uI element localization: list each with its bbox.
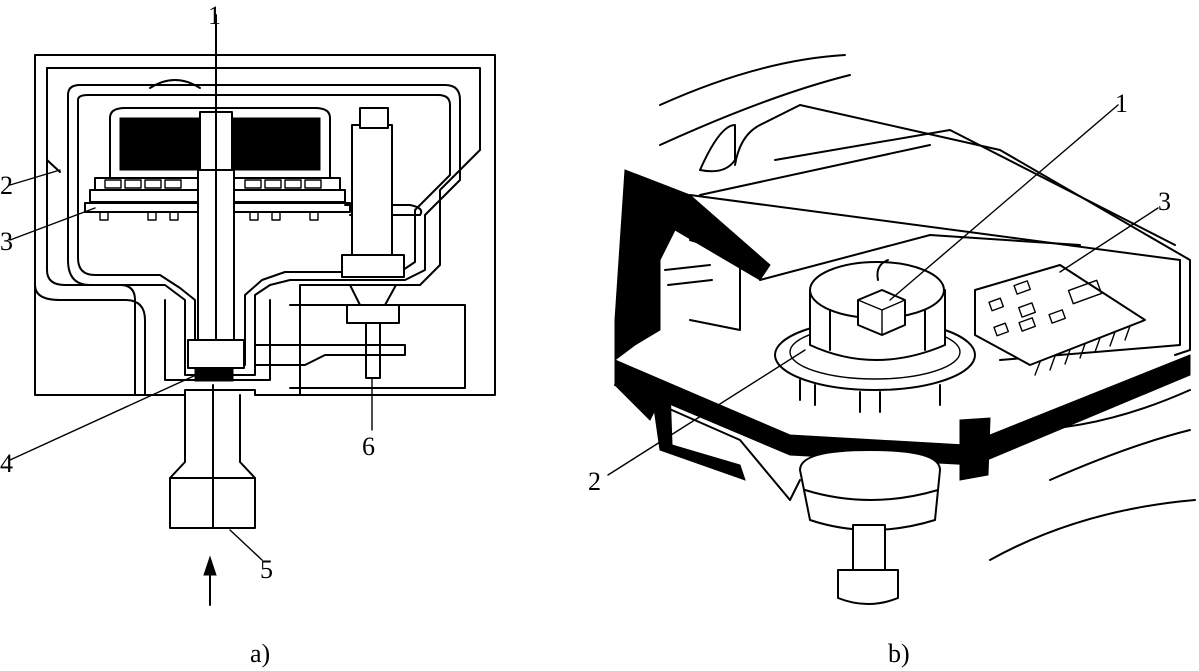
housing-wall-black <box>614 169 771 361</box>
lower-right-step <box>254 344 406 366</box>
magnet-left <box>119 117 201 171</box>
outer-housing <box>34 54 496 396</box>
plate-tabs <box>99 211 319 221</box>
caption-b: b) <box>888 639 910 668</box>
lower-body-ring <box>804 489 939 501</box>
leader-4 <box>9 374 197 461</box>
inner-chamber <box>67 84 461 376</box>
caption-a: a) <box>250 639 270 668</box>
housing-lip <box>46 67 61 173</box>
shelf <box>759 234 1081 281</box>
figure-b-cutaway-view: 1 2 3 b) <box>588 54 1196 668</box>
lower-left-step <box>34 259 146 396</box>
inner-housing-wall <box>46 67 481 396</box>
left-post <box>689 239 741 331</box>
label-b-3: 3 <box>1158 187 1171 216</box>
stem-nut <box>837 569 899 605</box>
inflow-arrow-head <box>203 555 217 576</box>
lower-body <box>799 449 941 531</box>
top-curve-2 <box>659 74 851 146</box>
label-b-2: 2 <box>588 467 601 496</box>
leader-3 <box>9 207 96 241</box>
label-a-3: 3 <box>0 227 13 256</box>
switch-cone <box>349 284 397 306</box>
left-pins <box>664 264 713 286</box>
label-a-4: 4 <box>0 449 13 478</box>
magnet-frame <box>109 107 331 179</box>
front-panel <box>614 384 801 501</box>
magnet-right <box>231 117 321 171</box>
switch-cap <box>359 107 389 129</box>
top-hook <box>876 259 889 281</box>
label-a-1: 1 <box>208 1 221 30</box>
label-a-5: 5 <box>260 555 273 584</box>
magnet-block-edge <box>857 299 906 336</box>
terminal-6 <box>365 322 381 379</box>
right-curve-3 <box>989 499 1196 561</box>
leader-b-3 <box>1059 207 1159 273</box>
lid-inner-2 <box>699 144 931 196</box>
switch-column <box>351 124 393 256</box>
label-b-1: 1 <box>1115 89 1128 118</box>
coil-cells <box>104 179 322 189</box>
pcb-pads <box>988 279 1103 337</box>
inner-chamber-inset <box>77 94 451 366</box>
cylinder-ribs <box>829 309 926 351</box>
lid-inner-1 <box>774 129 1176 246</box>
lower-left-inset <box>46 159 136 396</box>
lever-arm <box>344 204 423 216</box>
flange-legs <box>799 379 941 413</box>
switch-base <box>346 304 400 324</box>
housing-leg-black <box>649 379 746 481</box>
leader-b-1 <box>889 104 1119 301</box>
figure-a-sectional-view: 1 2 3 4 5 6 a) <box>0 1 496 668</box>
housing-leg-right-black <box>959 417 991 481</box>
switch-body <box>341 254 405 278</box>
seal-4 <box>194 368 234 382</box>
pcb-pins <box>1034 325 1131 376</box>
label-a-2: 2 <box>0 171 13 200</box>
stem <box>852 524 886 571</box>
label-a-6: 6 <box>362 432 375 461</box>
right-curve-2 <box>1049 429 1191 481</box>
valve-seat <box>187 339 245 369</box>
pcb-board <box>974 264 1146 366</box>
top-curve-1 <box>659 54 846 106</box>
inner-frame <box>689 194 1181 361</box>
leader-b-2 <box>607 349 806 476</box>
lid-hook <box>699 124 736 173</box>
leader-5 <box>229 529 263 561</box>
lower-right-box <box>289 304 466 389</box>
leader-2 <box>9 169 61 186</box>
